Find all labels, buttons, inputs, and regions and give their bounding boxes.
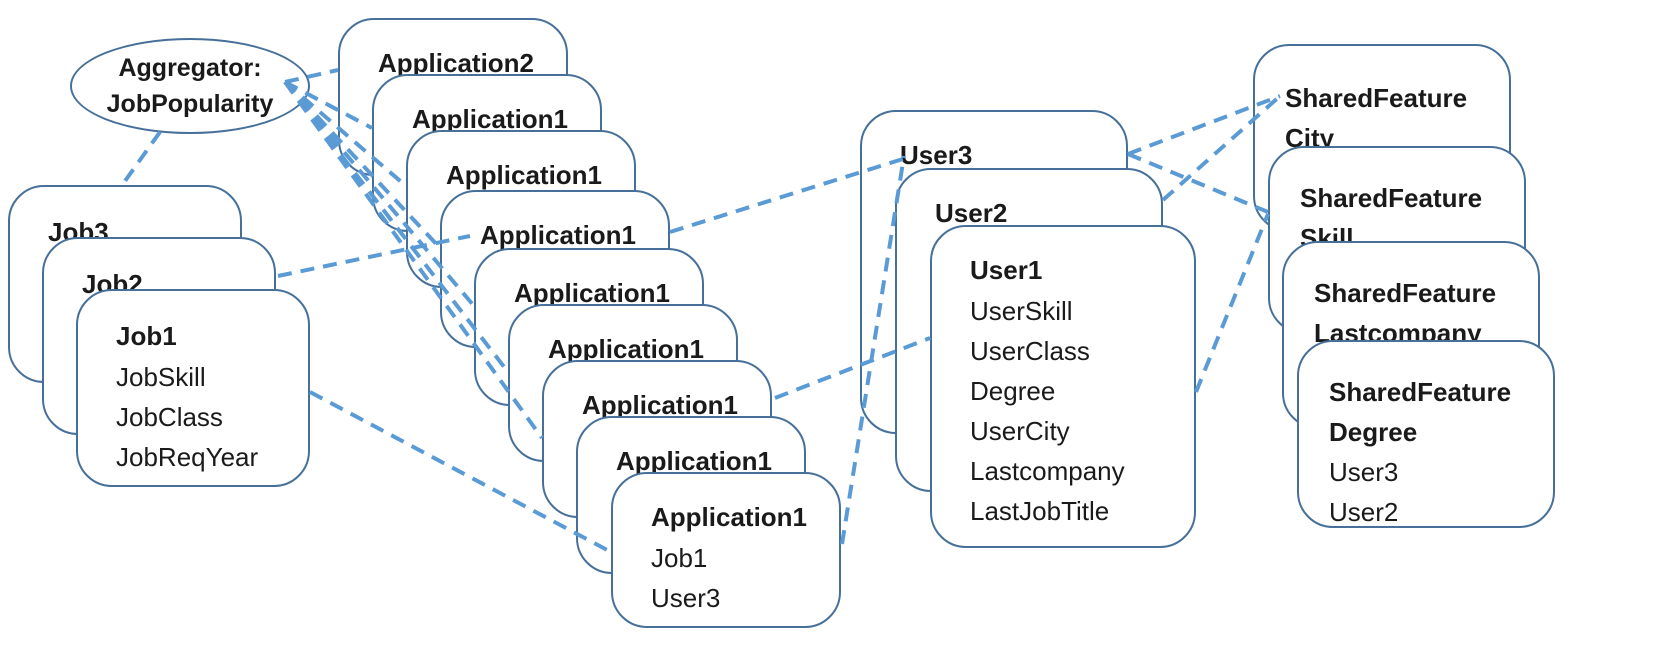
shared-feature-title: SharedFeature [1314,278,1497,308]
job-card-job1: Job1 JobSkill JobClass JobReqYear [76,289,310,487]
user-card-title: User2 [935,198,1008,228]
user-attribute: Degree [970,376,1056,406]
user-attribute: UserCity [970,416,1070,446]
user-card-title: User1 [970,255,1043,285]
user-attribute: LastJobTitle [970,496,1110,526]
user-attribute: UserSkill [970,296,1073,326]
shared-feature-title: SharedFeature [1285,83,1468,113]
user-attribute: Lastcompany [970,456,1125,486]
job-attribute: JobReqYear [116,442,259,472]
job-attribute: JobSkill [116,362,206,392]
job-card-title: Job1 [116,321,177,351]
application-attribute: Job1 [651,543,708,573]
link-user1-sharedfeature-skill [1194,213,1270,393]
aggregator-label-line1: Aggregator: [118,54,262,82]
shared-feature-subtitle: Degree [1329,417,1418,447]
aggregator-node: Aggregator: JobPopularity [70,38,310,134]
application-card-title: Application1 [548,334,705,364]
user-attribute: UserClass [970,336,1090,366]
application-card-title: Application2 [378,48,535,78]
shared-feature-member: User2 [1329,497,1399,527]
application-card-title: Application1 [616,446,773,476]
application-card-title: Application1 [446,160,603,190]
application-card-title: Application1 [480,220,637,250]
job-attribute: JobClass [116,402,223,432]
shared-feature-title: SharedFeature [1329,377,1512,407]
shared-feature-card-degree: SharedFeature Degree User3 User2 [1297,340,1555,528]
application-attribute: User3 [651,583,721,613]
shared-feature-title: SharedFeature [1300,183,1483,213]
shared-feature-member: User3 [1329,457,1399,487]
application-card-front: Application1 Job1 User3 [611,472,841,628]
aggregator-label-line2: JobPopularity [106,90,274,118]
application-card-title: Application1 [651,502,808,532]
link-aggregator-job3 [118,130,162,190]
user-card-title: User3 [900,140,973,170]
user-card-user1: User1 UserSkill UserClass Degree UserCit… [930,225,1196,548]
